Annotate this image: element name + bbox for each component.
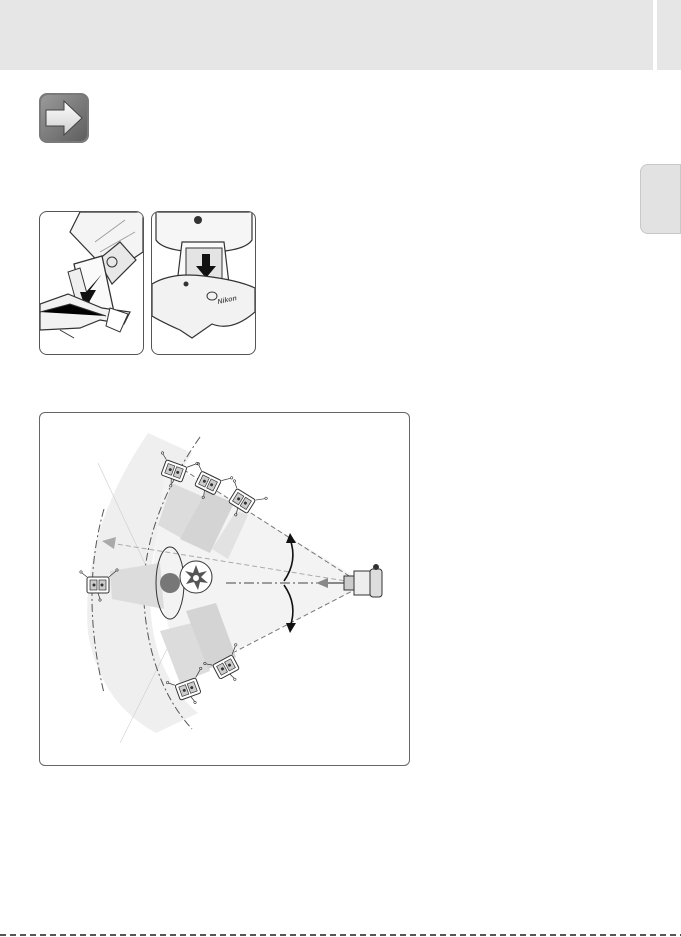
flash-placement-diagram bbox=[39, 412, 410, 766]
stand-attach-illustration: Nikon bbox=[152, 212, 255, 354]
header-band-side bbox=[657, 0, 681, 70]
stand-attach-photo: Nikon bbox=[151, 211, 256, 355]
section-tab[interactable] bbox=[640, 164, 681, 234]
flash-mount-illustration bbox=[40, 212, 143, 354]
header-band bbox=[0, 0, 653, 70]
arrow-right-icon bbox=[38, 92, 90, 144]
flash-mount-photo bbox=[39, 211, 144, 355]
header-divider bbox=[653, 0, 656, 70]
crop-mark-rule bbox=[0, 934, 681, 936]
